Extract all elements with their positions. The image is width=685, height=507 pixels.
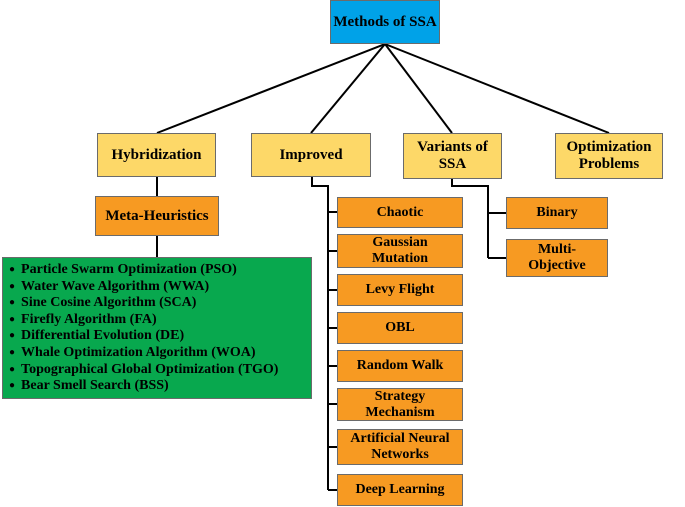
hybridization-node: Hybridization (97, 133, 216, 177)
strategy-label-line2: Mechanism (365, 404, 435, 420)
multi-objective-node: Multi- Objective (506, 239, 608, 277)
ann-label-line1: Artificial Neural (350, 431, 450, 446)
chaotic-label: Chaotic (376, 204, 424, 220)
algorithm-item-bss: Bear Smell Search (BSS) (9, 378, 278, 395)
root-node: Methods of SSA (330, 0, 440, 44)
hybridization-label: Hybridization (111, 146, 202, 163)
algorithm-item-pso: Particle Swarm Optimization (PSO) (9, 262, 278, 279)
root-label: Methods of SSA (333, 14, 437, 30)
levy-flight-label: Levy Flight (365, 282, 435, 297)
meta-heuristics-node: Meta-Heuristics (95, 196, 219, 236)
strategy-mechanism-node: Strategy Mechanism (337, 388, 463, 421)
algorithm-item-wwa: Water Wave Algorithm (WWA) (9, 279, 278, 296)
gaussian-label-line2: Mutation (372, 251, 428, 266)
artificial-neural-networks-node: Artificial Neural Networks (337, 429, 463, 465)
ann-label-line2: Networks (371, 447, 429, 462)
optimization-label-line1: Optimization (566, 139, 652, 155)
gaussian-label-line1: Gaussian (372, 235, 428, 250)
binary-node: Binary (506, 197, 608, 229)
algorithm-item-sca: Sine Cosine Algorithm (SCA) (9, 295, 278, 312)
variants-label-line1: Variants of (417, 139, 488, 155)
algorithm-item-de: Differential Evolution (DE) (9, 328, 278, 345)
connector-variants-trunk (451, 179, 489, 258)
obl-label: OBL (385, 320, 415, 335)
multi-objective-label-line2: Objective (528, 258, 586, 273)
variants-label-line2: SSA (438, 156, 467, 172)
connector-root-hybridization (156, 43, 386, 134)
meta-heuristics-label: Meta-Heuristics (105, 208, 209, 224)
connector-root-improved (310, 43, 386, 134)
algorithm-item-fa: Firefly Algorithm (FA) (9, 312, 278, 329)
deep-learning-label: Deep Learning (355, 482, 445, 497)
improved-node: Improved (251, 133, 371, 177)
strategy-label-line1: Strategy (374, 388, 426, 404)
deep-learning-node: Deep Learning (337, 474, 463, 506)
optimization-node: Optimization Problems (555, 133, 663, 179)
algorithm-item-tgo: Topographical Global Optimization (TGO) (9, 362, 278, 379)
chaotic-node: Chaotic (337, 197, 463, 228)
algorithms-node: Particle Swarm Optimization (PSO) Water … (2, 257, 312, 399)
algorithm-item-woa: Whale Optimization Algorithm (WOA) (9, 345, 278, 362)
obl-node: OBL (337, 312, 463, 344)
multi-objective-label-line1: Multi- (537, 242, 577, 257)
connector-root-variants (384, 43, 453, 134)
algorithms-list: Particle Swarm Optimization (PSO) Water … (9, 262, 278, 395)
optimization-label-line2: Problems (578, 156, 640, 172)
binary-label: Binary (536, 205, 578, 220)
levy-flight-node: Levy Flight (337, 274, 463, 306)
random-walk-node: Random Walk (337, 350, 463, 382)
gaussian-mutation-node: Gaussian Mutation (337, 234, 463, 268)
variants-node: Variants of SSA (403, 133, 502, 179)
random-walk-label: Random Walk (356, 358, 444, 373)
improved-label: Improved (279, 146, 343, 163)
connector-improved-trunk (311, 177, 329, 490)
connector-root-optimization (384, 43, 610, 134)
